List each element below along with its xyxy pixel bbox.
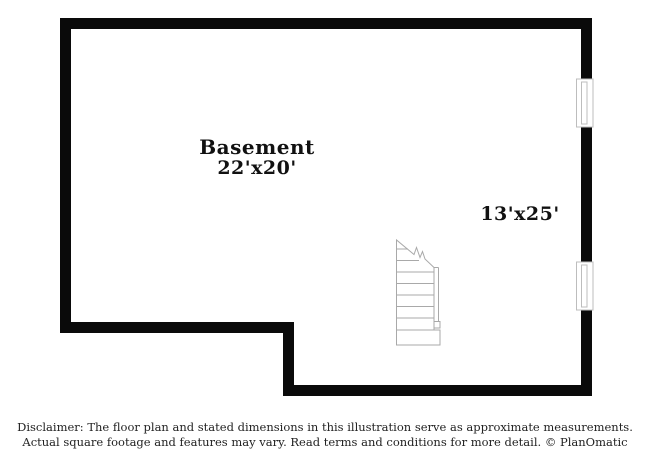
wall-bottom	[283, 385, 592, 396]
wall-outline	[60, 18, 592, 396]
wall-right-upper	[581, 18, 592, 79]
area-dimensions-secondary: 13'x25'	[480, 203, 560, 225]
wall-left	[60, 18, 71, 333]
wall-bottom-left	[60, 322, 294, 333]
disclaimer-line-1: Disclaimer: The floor plan and stated di…	[17, 420, 633, 434]
window-icon	[576, 78, 594, 128]
wall-top	[60, 18, 592, 29]
wall-right-middle	[581, 127, 592, 262]
room-dimensions: 22'x20'	[217, 157, 297, 179]
disclaimer-line-2: Actual square footage and features may v…	[22, 435, 628, 449]
wall-right-lower	[581, 310, 592, 396]
window-icon	[576, 261, 594, 311]
room-name: Basement	[199, 135, 315, 159]
wall-step	[283, 322, 294, 396]
disclaimer-text: Disclaimer: The floor plan and stated di…	[0, 420, 650, 450]
room-label-block: Basement 22'x20'	[199, 136, 315, 179]
staircase-icon	[396, 238, 441, 346]
